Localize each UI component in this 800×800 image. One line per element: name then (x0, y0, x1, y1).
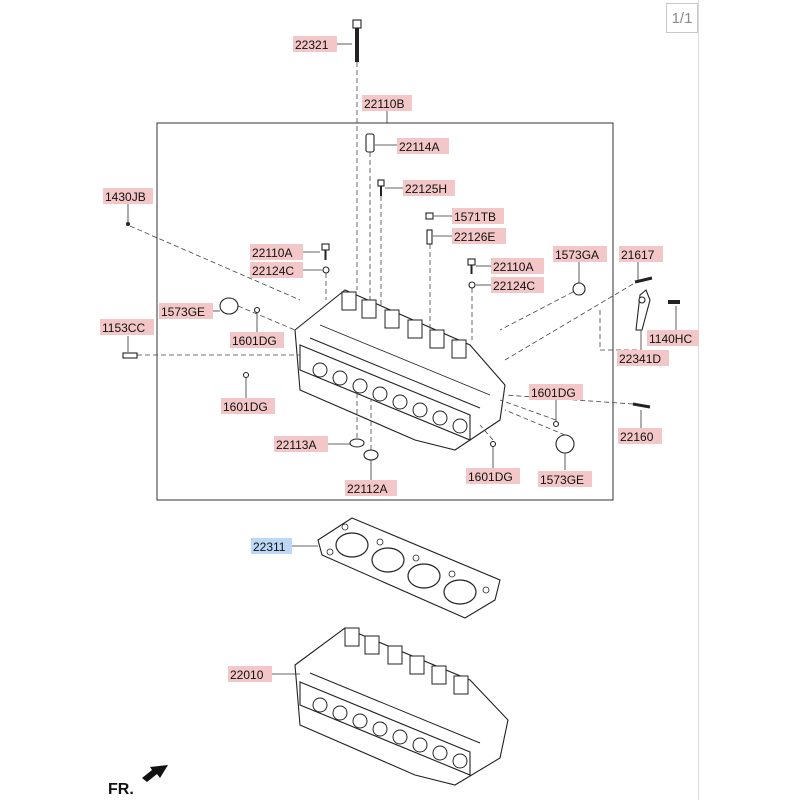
svg-text:22110A: 22110A (493, 260, 533, 274)
head-gasket-drawing (317, 517, 501, 619)
label-22124C-right[interactable]: 22124C (491, 277, 544, 293)
front-label: FR. (108, 781, 134, 798)
svg-text:22125H: 22125H (405, 182, 447, 196)
front-arrow-icon (142, 765, 168, 782)
small-parts (122, 19, 680, 461)
svg-text:1601DG: 1601DG (468, 470, 513, 484)
svg-text:22113A: 22113A (276, 438, 316, 452)
svg-text:22160: 22160 (620, 430, 654, 444)
label-22321[interactable]: 22321 (293, 36, 337, 52)
label-1601DG-2[interactable]: 1601DG (529, 384, 583, 400)
label-1573GA[interactable]: 1573GA (553, 246, 607, 262)
label-22114A[interactable]: 22114A (397, 138, 449, 154)
svg-text:1571TB: 1571TB (454, 210, 496, 224)
label-22112A[interactable]: 22112A (345, 480, 397, 496)
svg-text:22114A: 22114A (399, 140, 439, 154)
label-22126E[interactable]: 22126E (452, 228, 506, 244)
cylinder-head-upper-drawing (294, 289, 506, 451)
label-1601DG-1[interactable]: 1601DG (230, 332, 284, 348)
label-22160[interactable]: 22160 (618, 428, 662, 444)
page-indicator: 1/1 (666, 3, 698, 33)
svg-text:22124C: 22124C (252, 264, 294, 278)
label-22113A[interactable]: 22113A (274, 436, 328, 452)
label-1571TB[interactable]: 1571TB (452, 208, 504, 224)
cylinder-head-lower-drawing (294, 627, 509, 786)
projection-lines (129, 62, 640, 450)
svg-text:1430JB: 1430JB (105, 190, 146, 204)
svg-text:1573GE: 1573GE (540, 473, 584, 487)
svg-text:22341D: 22341D (619, 352, 661, 366)
page-edge-divider (698, 0, 699, 800)
svg-text:22112A: 22112A (347, 482, 387, 496)
svg-text:1140HC: 1140HC (649, 332, 692, 346)
label-22010[interactable]: 22010 (228, 666, 272, 682)
svg-text:22311: 22311 (253, 540, 286, 554)
svg-text:22110B: 22110B (364, 97, 404, 111)
label-22124C-left[interactable]: 22124C (250, 262, 303, 278)
label-22110B[interactable]: 22110B (362, 95, 412, 111)
svg-text:1573GE: 1573GE (161, 305, 205, 319)
label-22341D[interactable]: 22341D (617, 350, 669, 366)
svg-text:1601DG: 1601DG (531, 386, 576, 400)
label-1573GE-right[interactable]: 1573GE (538, 471, 592, 487)
label-22311-selected[interactable]: 22311 (251, 538, 292, 554)
label-22110A-left[interactable]: 22110A (250, 244, 303, 260)
assembly-frame (156, 122, 614, 501)
svg-text:1153CC: 1153CC (102, 321, 145, 335)
label-1430JB[interactable]: 1430JB (103, 188, 153, 204)
leader-lines (127, 43, 677, 675)
label-1601DG-4[interactable]: 1601DG (466, 468, 520, 484)
label-1601DG-3[interactable]: 1601DG (221, 398, 275, 414)
svg-text:22321: 22321 (295, 38, 329, 52)
label-22110A-right[interactable]: 22110A (491, 258, 544, 274)
svg-text:1601DG: 1601DG (232, 334, 277, 348)
label-1573GE-left[interactable]: 1573GE (159, 303, 213, 319)
label-1140HC[interactable]: 1140HC (647, 330, 699, 346)
svg-text:22124C: 22124C (493, 279, 535, 293)
front-direction-marker: FR. (108, 765, 168, 798)
svg-text:22010: 22010 (230, 668, 264, 682)
svg-text:22126E: 22126E (454, 230, 495, 244)
label-1153CC[interactable]: 1153CC (100, 319, 154, 335)
label-22125H[interactable]: 22125H (403, 180, 455, 196)
svg-text:22110A: 22110A (252, 246, 292, 260)
svg-text:21617: 21617 (621, 248, 655, 262)
label-21617[interactable]: 21617 (619, 246, 663, 262)
svg-text:1601DG: 1601DG (223, 400, 268, 414)
svg-text:1573GA: 1573GA (555, 248, 599, 262)
